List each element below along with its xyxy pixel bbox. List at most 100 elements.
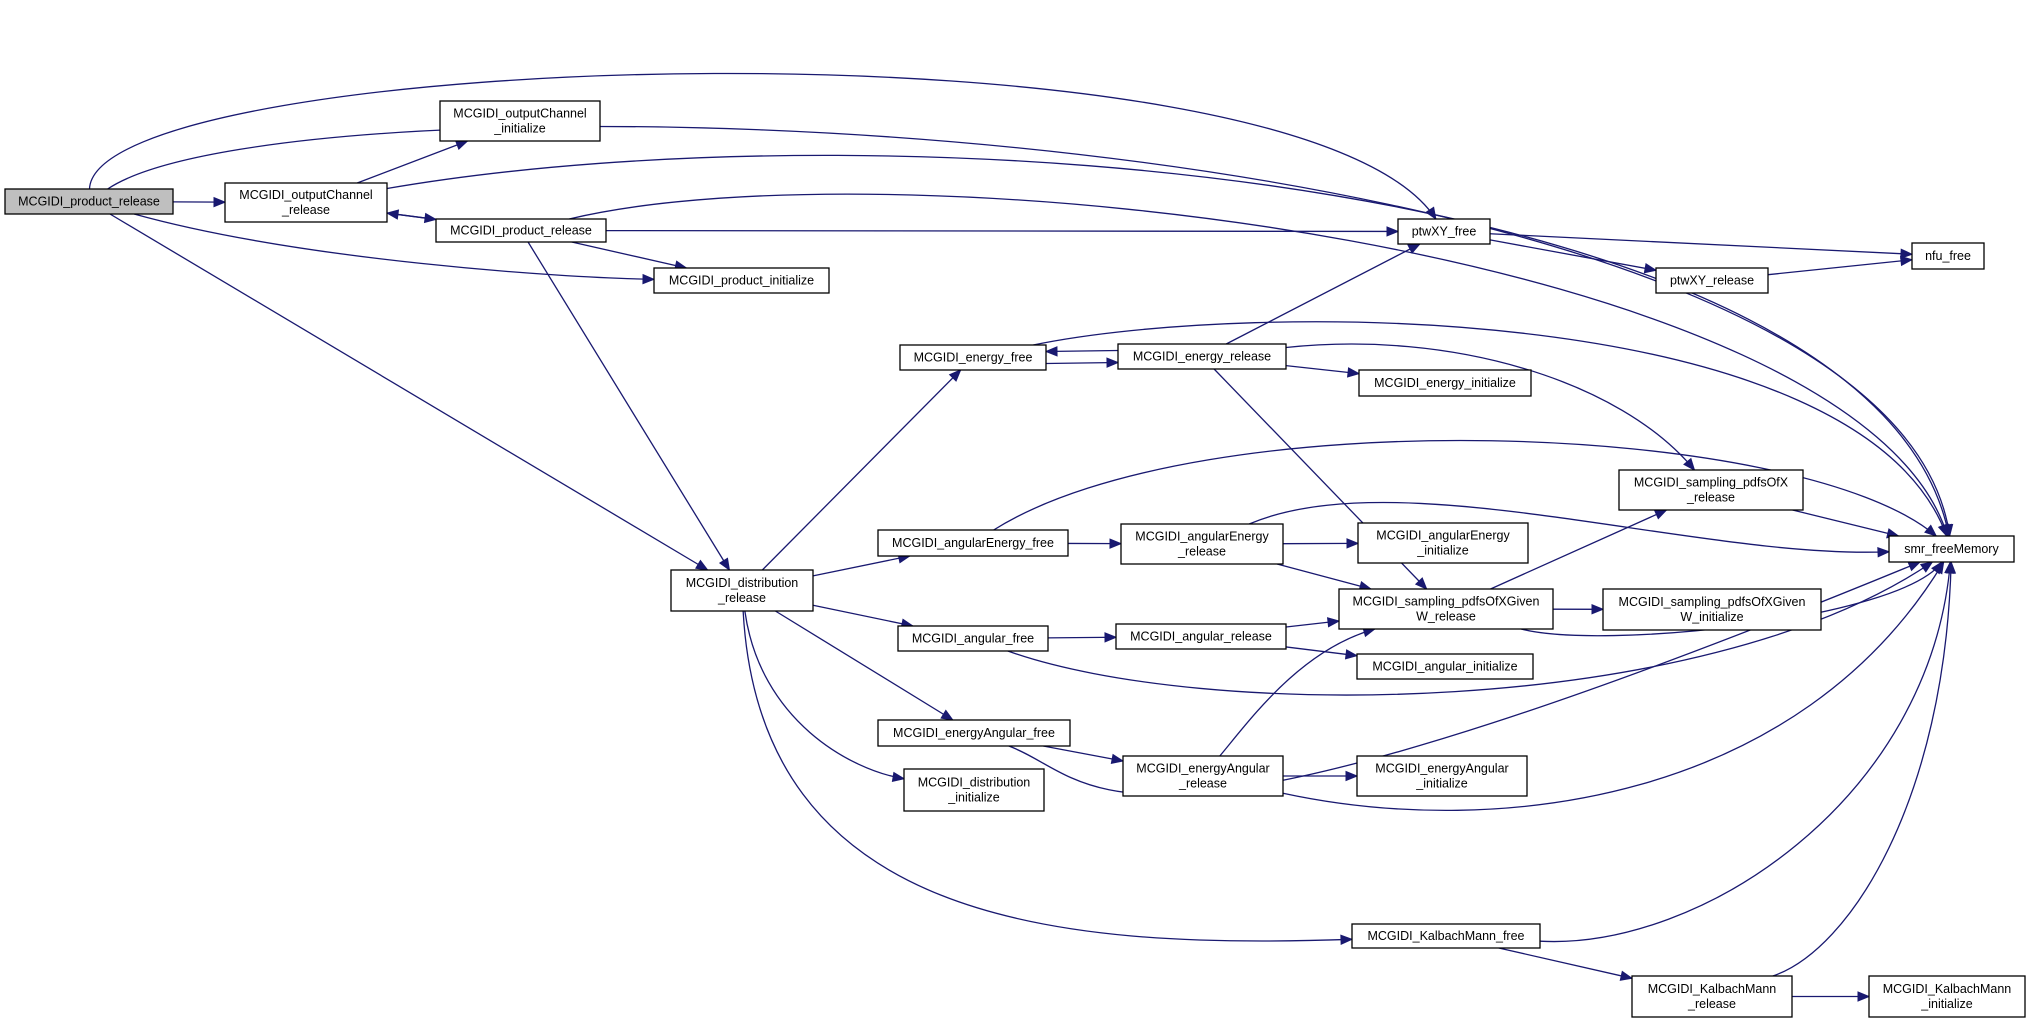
node-km_free[interactable]: MCGIDI_KalbachMann_free — [1351, 923, 1541, 949]
arrowhead-km_free-to-km_release — [1619, 970, 1634, 981]
node-label: _release — [1178, 777, 1227, 791]
node-box[interactable] — [1351, 923, 1541, 949]
node-box[interactable] — [877, 529, 1069, 557]
node-label: MCGIDI_angular_initialize — [1372, 660, 1517, 674]
node-ea_release[interactable]: MCGIDI_energyAngular_release — [1122, 755, 1284, 797]
node-label: nfu_free — [1925, 249, 1971, 263]
arrowhead-en_release-to-en_free — [1044, 346, 1058, 357]
node-box[interactable] — [4, 188, 174, 215]
node-label: MCGIDI_sampling_pdfsOfXGiven — [1353, 595, 1540, 609]
node-box[interactable] — [1122, 755, 1284, 797]
node-box[interactable] — [1120, 523, 1284, 565]
node-box[interactable] — [1655, 267, 1769, 294]
node-box[interactable] — [1356, 755, 1528, 797]
node-box[interactable] — [1117, 343, 1287, 370]
node-oc_release[interactable]: MCGIDI_outputChannel_release — [224, 182, 388, 223]
edge-dist_release-to-ae_free — [812, 555, 910, 577]
edge-ea_release-to-smr — [1282, 561, 1945, 812]
node-box[interactable] — [1358, 369, 1532, 397]
node-box[interactable] — [1868, 975, 2026, 1018]
node-box[interactable] — [435, 218, 607, 243]
node-box[interactable] — [1357, 522, 1529, 564]
node-en_free[interactable]: MCGIDI_energy_free — [899, 344, 1047, 371]
arrowhead-pw_release-to-smr — [1931, 560, 1943, 575]
node-box[interactable] — [1602, 588, 1822, 631]
node-label: ptwXY_release — [1670, 274, 1754, 288]
node-root[interactable]: MCGIDI_product_release — [4, 188, 174, 215]
node-an_init[interactable]: MCGIDI_angular_initialize — [1356, 653, 1534, 680]
node-oc_init[interactable]: MCGIDI_outputChannel_initialize — [439, 100, 601, 142]
node-prod_release[interactable]: MCGIDI_product_release — [435, 218, 607, 243]
node-box[interactable] — [1888, 535, 2015, 563]
node-an_free[interactable]: MCGIDI_angular_free — [897, 625, 1049, 652]
node-box[interactable] — [1356, 653, 1534, 680]
edge-root-to-ptw_free — [88, 72, 1437, 220]
node-label: MCGIDI_angularEnergy — [1135, 530, 1269, 544]
node-box[interactable] — [1911, 242, 1985, 270]
node-ae_release[interactable]: MCGIDI_angularEnergy_release — [1120, 523, 1284, 565]
node-box[interactable] — [1115, 623, 1287, 650]
node-en_init[interactable]: MCGIDI_energy_initialize — [1358, 369, 1532, 397]
node-label: MCGIDI_sampling_pdfsOfXGiven — [1619, 595, 1806, 609]
node-label: MCGIDI_distribution — [686, 576, 799, 590]
edge-root-to-dist_release — [109, 213, 708, 571]
edge-km_free-to-smr — [1539, 561, 1952, 943]
node-box[interactable] — [439, 100, 601, 142]
node-label: MCGIDI_product_release — [18, 195, 160, 209]
arrowhead-en_release-to-pw_release — [1414, 577, 1428, 590]
arrowhead-dist_release-to-dist_init — [891, 771, 906, 783]
node-box[interactable] — [1618, 469, 1804, 511]
node-smr[interactable]: smr_freeMemory — [1888, 535, 2015, 563]
edge-dist_release-to-km_free — [742, 610, 1353, 942]
node-label: _initialize — [493, 122, 545, 136]
node-ptw_free[interactable]: ptwXY_free — [1397, 218, 1491, 245]
arrowhead-an_free-to-smr — [1919, 561, 1934, 573]
node-label: MCGIDI_energyAngular — [1136, 762, 1269, 776]
node-label: MCGIDI_angular_release — [1130, 630, 1272, 644]
node-ea_free[interactable]: MCGIDI_energyAngular_free — [877, 719, 1071, 747]
node-box[interactable] — [899, 344, 1047, 371]
node-box[interactable] — [897, 625, 1049, 652]
node-dist_init[interactable]: MCGIDI_distribution_initialize — [903, 768, 1045, 812]
arrowhead-prod_release-to-oc_release — [385, 209, 400, 220]
arrowhead-pw_release-to-pw_init — [1591, 604, 1605, 615]
node-ae_free[interactable]: MCGIDI_angularEnergy_free — [877, 529, 1069, 557]
node-box[interactable] — [1338, 588, 1554, 630]
node-an_release[interactable]: MCGIDI_angular_release — [1115, 623, 1287, 650]
edge-prod_release-to-prod_init — [571, 241, 687, 269]
node-prod_init[interactable]: MCGIDI_product_initialize — [653, 267, 830, 294]
node-label: _release — [1687, 997, 1736, 1011]
node-ea_init[interactable]: MCGIDI_energyAngular_initialize — [1356, 755, 1528, 797]
edge-ptw_free-to-ptw_release — [1489, 239, 1657, 271]
node-box[interactable] — [224, 182, 388, 223]
nodes-layer: MCGIDI_product_release MCGIDI_outputChann… — [4, 100, 2026, 1018]
node-box[interactable] — [877, 719, 1071, 747]
node-nfu_free[interactable]: nfu_free — [1911, 242, 1985, 270]
node-label: _release — [1686, 491, 1735, 505]
node-km_release[interactable]: MCGIDI_KalbachMann_release — [1631, 975, 1793, 1018]
node-dist_release[interactable]: MCGIDI_distribution_release — [670, 569, 814, 612]
node-box[interactable] — [653, 267, 830, 294]
node-box[interactable] — [670, 569, 814, 612]
edge-px_release-to-smr — [1792, 509, 1899, 537]
node-box[interactable] — [1631, 975, 1793, 1018]
node-en_release[interactable]: MCGIDI_energy_release — [1117, 343, 1287, 370]
node-label: MCGIDI_KalbachMann — [1648, 982, 1777, 996]
node-ptw_release[interactable]: ptwXY_release — [1655, 267, 1769, 294]
node-km_init[interactable]: MCGIDI_KalbachMann_initialize — [1868, 975, 2026, 1018]
node-box[interactable] — [903, 768, 1045, 812]
edge-dist_release-to-ea_free — [775, 610, 954, 721]
arrowhead-ea_release-to-ea_init — [1345, 770, 1359, 782]
arrowhead-prod_release-to-ptw_free — [1386, 226, 1400, 237]
edge-ea_release-to-pw_release — [1219, 628, 1375, 757]
node-label: MCGIDI_energy_free — [914, 351, 1033, 365]
node-ae_init[interactable]: MCGIDI_angularEnergy_initialize — [1357, 522, 1529, 564]
edge-oc_release-to-smr — [386, 154, 1950, 537]
node-box[interactable] — [1397, 218, 1491, 245]
node-label: MCGIDI_angular_free — [912, 632, 1034, 646]
arrowhead-ae_release-to-ae_init — [1346, 538, 1360, 549]
node-px_release[interactable]: MCGIDI_sampling_pdfsOfX_release — [1618, 469, 1804, 511]
